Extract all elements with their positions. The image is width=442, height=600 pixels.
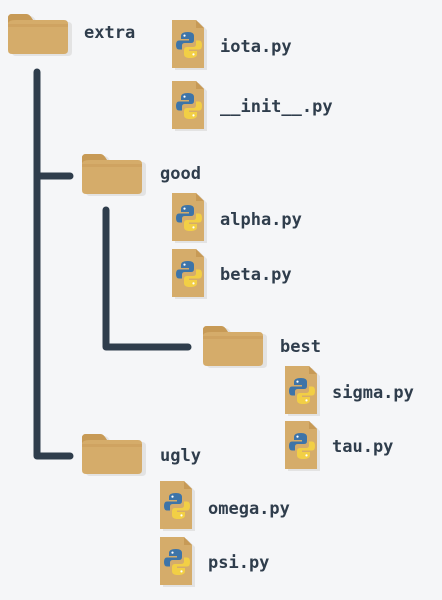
folder-icon — [80, 430, 150, 478]
python-file-icon — [170, 80, 210, 134]
folder-label: ugly — [160, 446, 201, 466]
folder-icon — [201, 322, 271, 370]
python-file-icon — [158, 536, 198, 590]
connector-extra — [33, 68, 74, 460]
python-file-icon — [170, 19, 210, 73]
folder-icon — [6, 10, 76, 58]
folder-label: extra — [84, 23, 136, 43]
file-label: sigma.py — [332, 383, 414, 403]
file-label: alpha.py — [220, 210, 302, 230]
python-file-icon — [283, 365, 323, 419]
file-label: iota.py — [220, 37, 292, 57]
python-file-icon — [170, 192, 210, 246]
file-label: tau.py — [332, 437, 394, 457]
python-file-icon — [283, 420, 323, 474]
folder-label: good — [160, 164, 201, 184]
file-label: beta.py — [220, 265, 292, 285]
connector-good — [102, 206, 192, 351]
python-file-icon — [170, 248, 210, 302]
python-file-icon — [158, 480, 198, 534]
folder-icon — [80, 150, 150, 198]
folder-label: best — [280, 337, 321, 357]
file-label: __init__.py — [220, 97, 333, 117]
file-label: omega.py — [208, 499, 290, 519]
file-label: psi.py — [208, 553, 270, 573]
